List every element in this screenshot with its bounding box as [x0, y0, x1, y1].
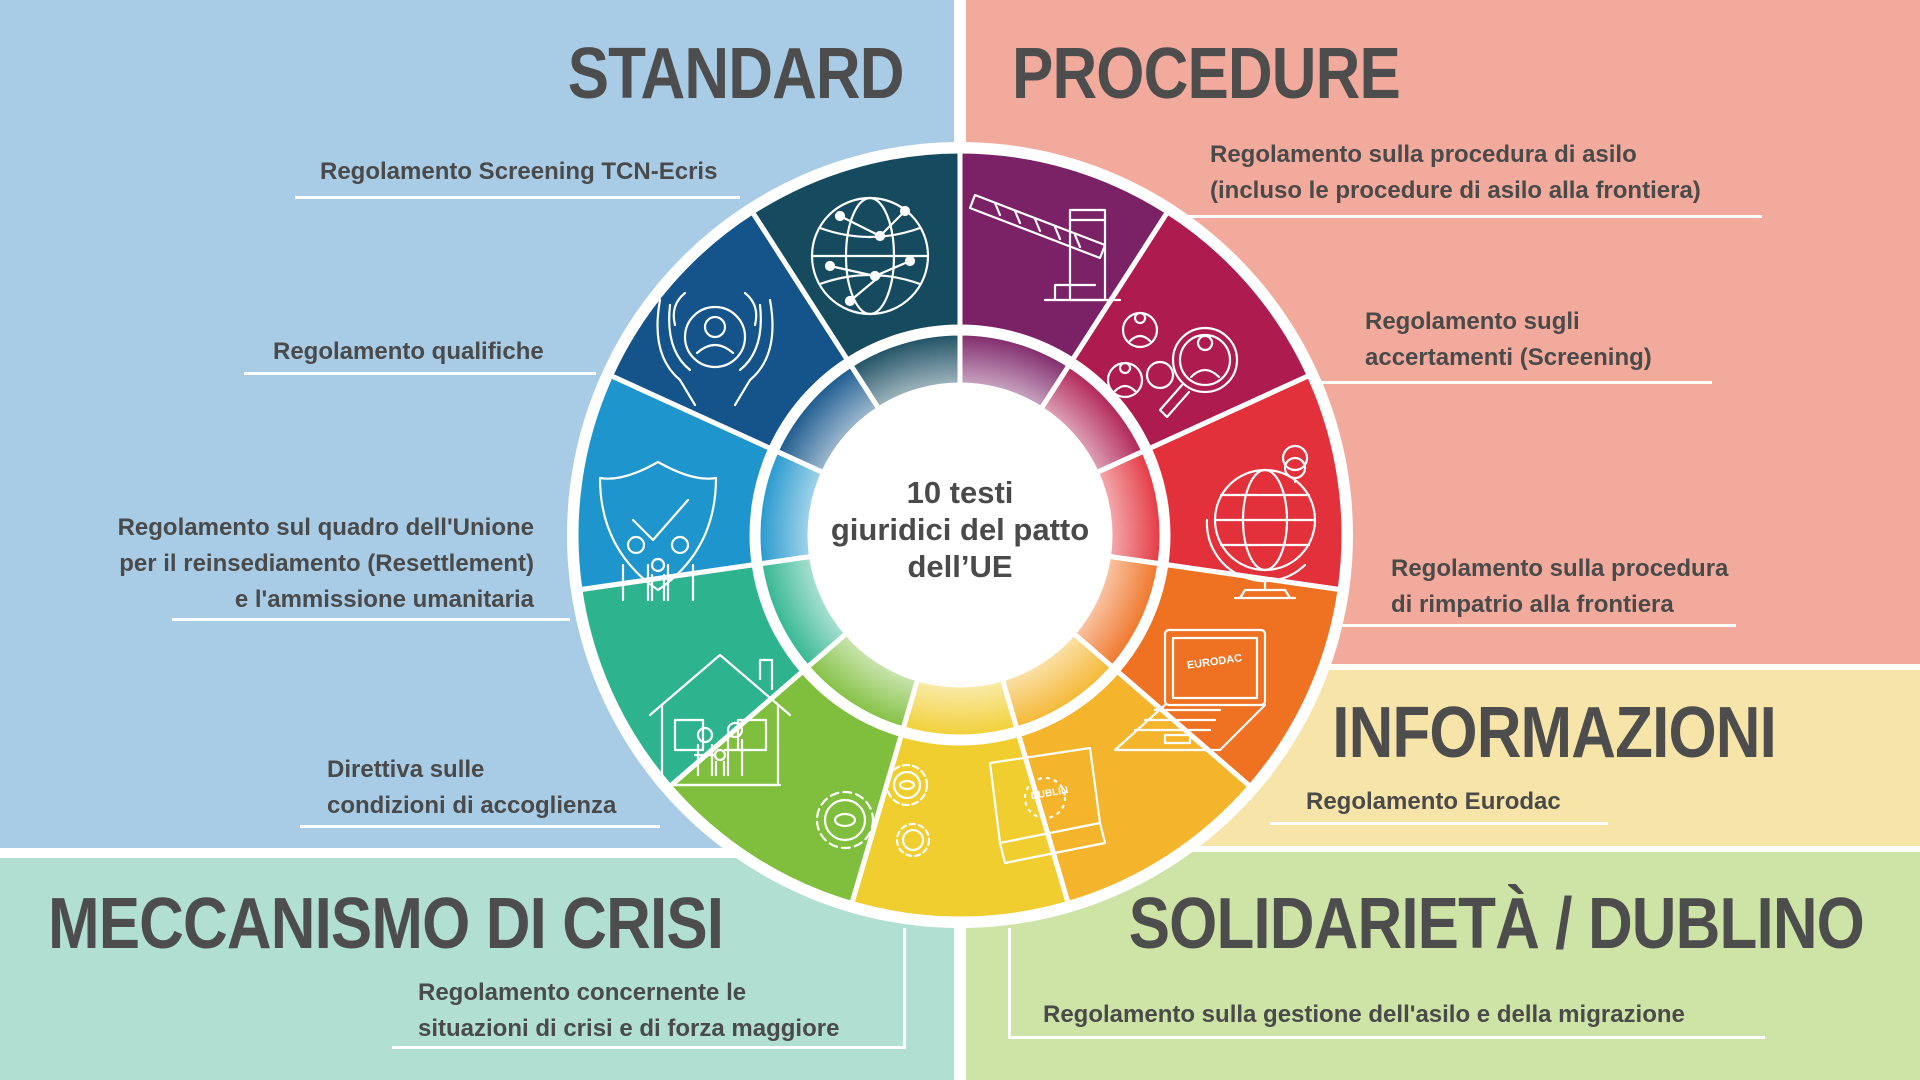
label-screening-tcn: Regolamento Screening TCN-Ecris	[320, 154, 717, 190]
label-rimpatrio-line-1: Regolamento sulla procedura	[1391, 555, 1729, 582]
leader-line	[1010, 1036, 1765, 1039]
label-reinsediamento-line-2: per il reinsediamento (Resettlement)	[119, 550, 534, 577]
label-crisi-line-2: situazioni di crisi e di forza maggiore	[418, 1015, 840, 1042]
center-title-line-2: giuridici del patto	[830, 512, 1090, 547]
center-title: 10 testi giuridici del patto dell’UE	[810, 474, 1110, 585]
label-eurodac: Regolamento Eurodac	[1306, 784, 1561, 820]
heading-standard: STANDARD	[568, 34, 905, 114]
label-reinsediamento: Regolamento sul quadro dell'Unione per i…	[118, 510, 534, 618]
center-title-line-1: 10 testi	[906, 475, 1014, 510]
label-qualifiche: Regolamento qualifiche	[273, 334, 544, 370]
label-gestione-line-1: Regolamento sulla gestione dell'asilo e …	[1043, 1001, 1685, 1028]
label-accoglienza: Direttiva sulle condizioni di accoglienz…	[327, 752, 616, 824]
label-procedura-asilo: Regolamento sulla procedura di asilo (in…	[1210, 137, 1701, 209]
leader-line	[1270, 822, 1608, 825]
label-procedura-asilo-line-1: Regolamento sulla procedura di asilo	[1210, 141, 1637, 168]
leader-line	[903, 928, 906, 1049]
heading-informazioni: INFORMAZIONI	[1332, 693, 1777, 773]
label-rimpatrio: Regolamento sulla procedura di rimpatrio…	[1391, 551, 1728, 623]
wheel-center-disc	[812, 387, 1108, 683]
label-crisi: Regolamento concernente le situazioni di…	[418, 975, 839, 1047]
globe-pin-icon	[1205, 444, 1317, 600]
label-reinsediamento-line-1: Regolamento sul quadro dell'Unione	[117, 514, 534, 541]
leader-line	[1008, 928, 1011, 1039]
person-search-icon	[1106, 311, 1239, 419]
gears-icon	[815, 763, 931, 858]
hands-person-icon	[656, 291, 774, 407]
barrier-icon	[968, 193, 1122, 302]
leader-line	[295, 196, 740, 199]
book-dublin-icon: DUBLIN	[988, 746, 1107, 865]
leader-line	[392, 1046, 906, 1049]
label-crisi-line-1: Regolamento concernente le	[418, 979, 747, 1006]
label-accertamenti-line-2: accertamenti (Screening)	[1365, 344, 1652, 371]
label-rimpatrio-line-2: di rimpatrio alla frontiera	[1391, 591, 1674, 618]
label-procedura-asilo-line-2: (incluso le procedure di asilo alla fron…	[1210, 177, 1701, 204]
house-family-icon	[648, 653, 792, 787]
leader-line	[1318, 624, 1736, 627]
leader-line	[1180, 215, 1762, 218]
label-eurodac-line-1: Regolamento Eurodac	[1306, 788, 1561, 815]
label-accertamenti: Regolamento sugli accertamenti (Screenin…	[1365, 304, 1652, 376]
crisi-panel	[0, 858, 954, 1080]
leader-line	[1320, 381, 1712, 384]
label-qualifiche-line-1: Regolamento qualifiche	[273, 338, 544, 365]
label-accoglienza-line-2: condizioni di accoglienza	[327, 792, 617, 819]
globe-network-icon	[810, 196, 930, 316]
leader-line	[300, 825, 660, 828]
leader-line	[172, 618, 570, 621]
heading-procedure: PROCEDURE	[1012, 34, 1401, 114]
label-accoglienza-line-1: Direttiva sulle	[327, 756, 485, 783]
label-reinsediamento-line-3: e l'ammissione umanitaria	[234, 586, 534, 613]
leader-line	[244, 372, 596, 375]
center-title-line-3: dell’UE	[907, 549, 1013, 584]
heading-solidarieta: SOLIDARIETÀ / DUBLINO	[1128, 884, 1865, 964]
shield-family-icon	[598, 460, 718, 602]
heading-crisi: MECCANISMO DI CRISI	[48, 884, 724, 964]
label-screening-tcn-line-1: Regolamento Screening TCN-Ecris	[320, 158, 718, 185]
label-accertamenti-line-1: Regolamento sugli	[1365, 308, 1580, 335]
label-gestione: Regolamento sulla gestione dell'asilo e …	[1043, 997, 1685, 1033]
